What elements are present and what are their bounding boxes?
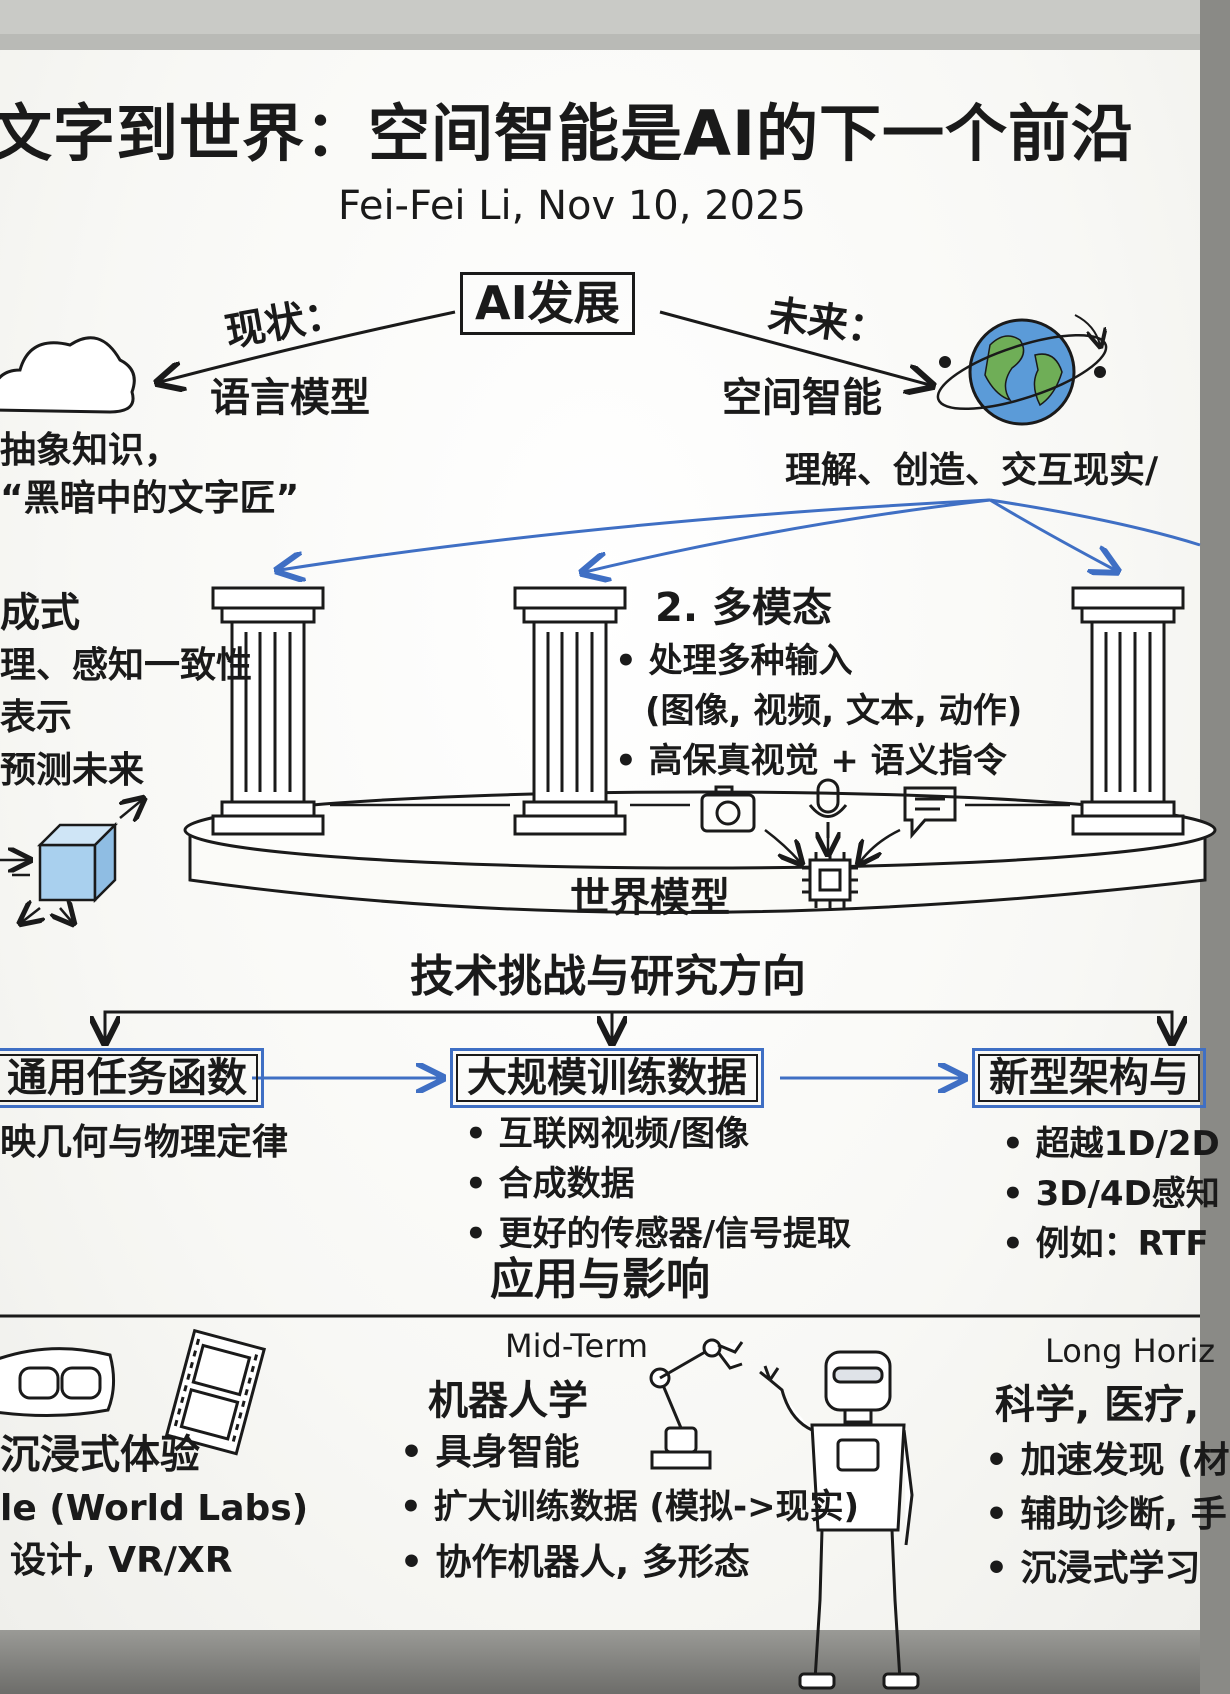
challenge-box-3-item-3-text: 例如：RTF — [1035, 1224, 1209, 1264]
pillar-2-bullet-1: • 处理多种输入 — [615, 641, 853, 681]
pillar-2-bullet-2: • 高保真视觉 + 语义指令 — [615, 741, 1007, 781]
world-model-label: 世界模型 — [570, 875, 730, 921]
film-strip-icon — [164, 1328, 267, 1456]
present-desc-1: 抽象知识， — [0, 430, 181, 471]
diagram-lines — [0, 310, 1217, 1690]
challenge-box-2-item-1-text: 互联网视频/图像 — [498, 1114, 749, 1154]
app-left-item-1: le (World Labs) — [0, 1488, 309, 1529]
pillar-1-line-2: 表示 — [0, 697, 73, 738]
app-mid-item-3: • 协作机器人, 多形态 — [400, 1542, 750, 1583]
challenge-box-2-item-3-text: 更好的传感器/信号提取 — [498, 1214, 851, 1254]
app-right-title: 科学, 医疗, — [995, 1382, 1200, 1428]
app-mid-item-2-text: 扩大训练数据 (模拟->现实) — [433, 1487, 860, 1527]
arrow-to-present — [160, 310, 456, 382]
robot-arm-icon — [649, 1338, 744, 1470]
applications-title: 应用与影响 — [490, 1254, 710, 1305]
app-mid-term: Mid-Term — [505, 1327, 648, 1365]
challenges-bracket — [105, 1010, 1172, 1040]
app-mid-item-1: • 具身智能 — [400, 1432, 580, 1473]
pillar-2 — [513, 586, 627, 836]
arrow-camera-to-chip — [764, 829, 800, 862]
app-left-item-2: 设计, VR/XR — [10, 1540, 233, 1581]
app-mid-item-1-text: 具身智能 — [435, 1432, 580, 1473]
vr-headset-icon — [0, 1347, 115, 1418]
challenge-box-3: 新型架构与 — [972, 1048, 1206, 1108]
camera-icon — [700, 785, 756, 833]
app-right-item-3-text: 沉浸式学习 — [1020, 1548, 1201, 1589]
center-node-ai-development: AI发展 — [460, 272, 635, 335]
present-desc-2: “黑暗中的文字匠” — [0, 478, 300, 519]
challenge-box-2-item-2: • 合成数据 — [465, 1164, 635, 1204]
cloud-icon — [0, 336, 136, 414]
pillar-3 — [1071, 586, 1185, 836]
pillar-2-title: 2. 多模态 — [655, 585, 832, 631]
challenge-box-2: 大规模训练数据 — [450, 1048, 764, 1108]
author-date: Fei-Fei Li, Nov 10, 2025 — [338, 183, 806, 229]
arrow-to-pillar-2 — [585, 498, 991, 572]
arrow-to-pillar-1 — [280, 498, 991, 570]
chat-icon — [903, 786, 957, 840]
arrow-chat-to-chip — [860, 828, 901, 862]
arrow-to-pillar-3 — [989, 498, 1115, 570]
app-right-item-2-text: 辅助诊断, 手 — [1020, 1494, 1227, 1535]
app-mid-item-3-text: 协作机器人, 多形态 — [435, 1542, 750, 1583]
app-right-item-2: • 辅助诊断, 手 — [985, 1494, 1227, 1535]
pillar-2-bullet-1-detail: (图像, 视频, 文本, 动作) — [645, 691, 1023, 731]
app-mid-title: 机器人学 — [428, 1378, 588, 1424]
challenge-box-3-item-2: • 3D/4D感知 — [1002, 1174, 1220, 1214]
challenge-box-2-item-1: • 互联网视频/图像 — [465, 1114, 749, 1154]
future-desc: 理解、创造、交互现实/ — [785, 450, 1159, 491]
challenge-box-2-item-3: • 更好的传感器/信号提取 — [465, 1214, 851, 1254]
future-name: 空间智能 — [722, 375, 882, 421]
challenge-box-3-item-1: • 超越1D/2D — [1002, 1124, 1220, 1164]
app-left-title: 沉浸式体验 — [0, 1432, 200, 1478]
challenge-box-2-item-2-text: 合成数据 — [498, 1164, 635, 1204]
pillar-1 — [211, 586, 325, 836]
arrow-to-pillar-4 — [989, 498, 1201, 547]
humanoid-robot-icon — [759, 1350, 920, 1690]
app-right-item-3: • 沉浸式学习 — [985, 1548, 1201, 1589]
pillar-2-bullet-2-text: 高保真视觉 + 语义指令 — [648, 741, 1007, 781]
chip-icon — [802, 852, 858, 908]
world-model-platform — [183, 790, 1217, 914]
cube-icon — [0, 800, 142, 922]
pillar-1-line-3: 预测未来 — [0, 750, 145, 791]
challenge-box-3-item-1-text: 超越1D/2D — [1035, 1124, 1220, 1164]
challenge-box-3-item-2-text: 3D/4D感知 — [1035, 1174, 1220, 1214]
challenge-box-3-item-3: • 例如：RTF — [1002, 1224, 1209, 1264]
pillar-1-line-1: 理、感知一致性 — [0, 645, 253, 686]
app-right-item-1-text: 加速发现 (材 — [1020, 1440, 1230, 1481]
arrow-to-future — [659, 310, 930, 385]
challenge-box-1-desc: 映几何与物理定律 — [0, 1122, 289, 1163]
app-right-item-1: • 加速发现 (材 — [985, 1440, 1230, 1481]
app-mid-item-2: • 扩大训练数据 (模拟->现实) — [400, 1487, 860, 1527]
present-name: 语言模型 — [210, 375, 370, 421]
pillar-1-title: 成式 — [0, 590, 80, 636]
page-title: 文字到世界：空间智能是AI的下一个前沿 — [0, 97, 1135, 170]
challenges-title: 技术挑战与研究方向 — [410, 951, 806, 1002]
globe-icon — [936, 314, 1113, 426]
pillar-2-bullet-1-text: 处理多种输入 — [648, 641, 853, 681]
app-right-term: Long Horiz — [1045, 1332, 1216, 1370]
challenge-box-1: 通用任务函数 — [0, 1048, 264, 1108]
